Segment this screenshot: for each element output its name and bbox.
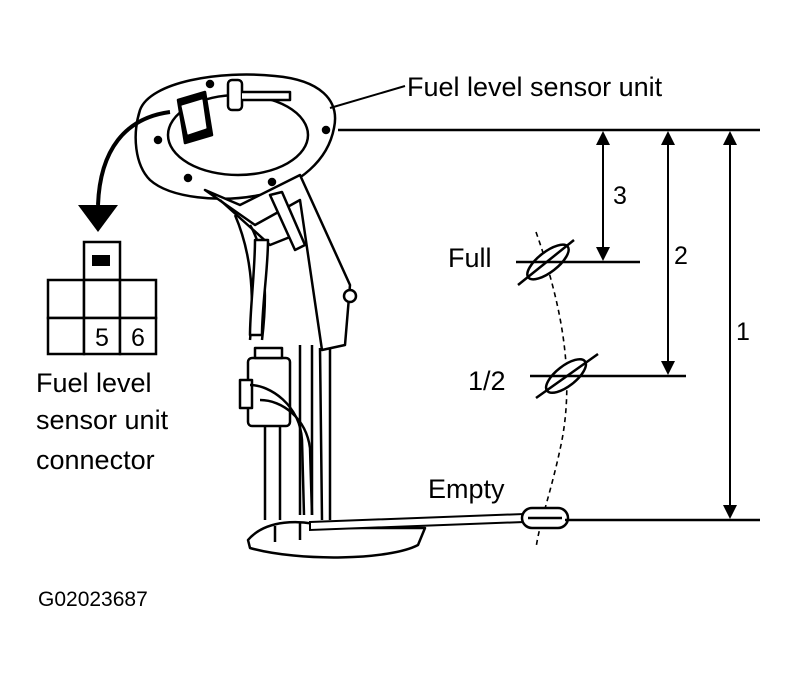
float-empty bbox=[520, 506, 570, 530]
callout-leader bbox=[329, 85, 406, 109]
level-sensor-module bbox=[246, 356, 292, 428]
level-full-label: Full bbox=[448, 243, 492, 273]
connector-pointer-arrow bbox=[96, 110, 171, 206]
bolt-hole bbox=[205, 79, 215, 89]
bolt-hole bbox=[183, 173, 193, 183]
pump-body bbox=[203, 173, 352, 352]
bolt-hole bbox=[153, 135, 163, 145]
sensor-unit-callout: Fuel level sensor unit bbox=[407, 72, 663, 102]
level-half-label: 1/2 bbox=[468, 366, 506, 396]
bolt-hole bbox=[267, 177, 277, 187]
fuel-pump-assembly bbox=[134, 73, 427, 559]
connector-latch-icon bbox=[92, 255, 110, 266]
figure-code: G02023687 bbox=[38, 588, 148, 611]
bolt-hole bbox=[321, 125, 331, 135]
dimension-label-3: 3 bbox=[613, 182, 627, 210]
dimension-label-2: 2 bbox=[674, 242, 688, 270]
arrow-head bbox=[78, 205, 118, 232]
fuel-hose bbox=[248, 238, 270, 337]
connector-label-line-1: Fuel level bbox=[36, 368, 152, 398]
pump-base bbox=[246, 520, 427, 559]
connector-label-line-2: sensor unit bbox=[36, 405, 169, 435]
connector-label-line-3: connector bbox=[36, 445, 155, 475]
pin-5-label: 5 bbox=[95, 324, 109, 352]
pin-6-label: 6 bbox=[131, 324, 145, 352]
fuel-pipe bbox=[226, 78, 244, 112]
dimension-label-1: 1 bbox=[736, 318, 750, 346]
level-empty-label: Empty bbox=[428, 474, 505, 504]
connector-pin-grid bbox=[46, 240, 158, 356]
